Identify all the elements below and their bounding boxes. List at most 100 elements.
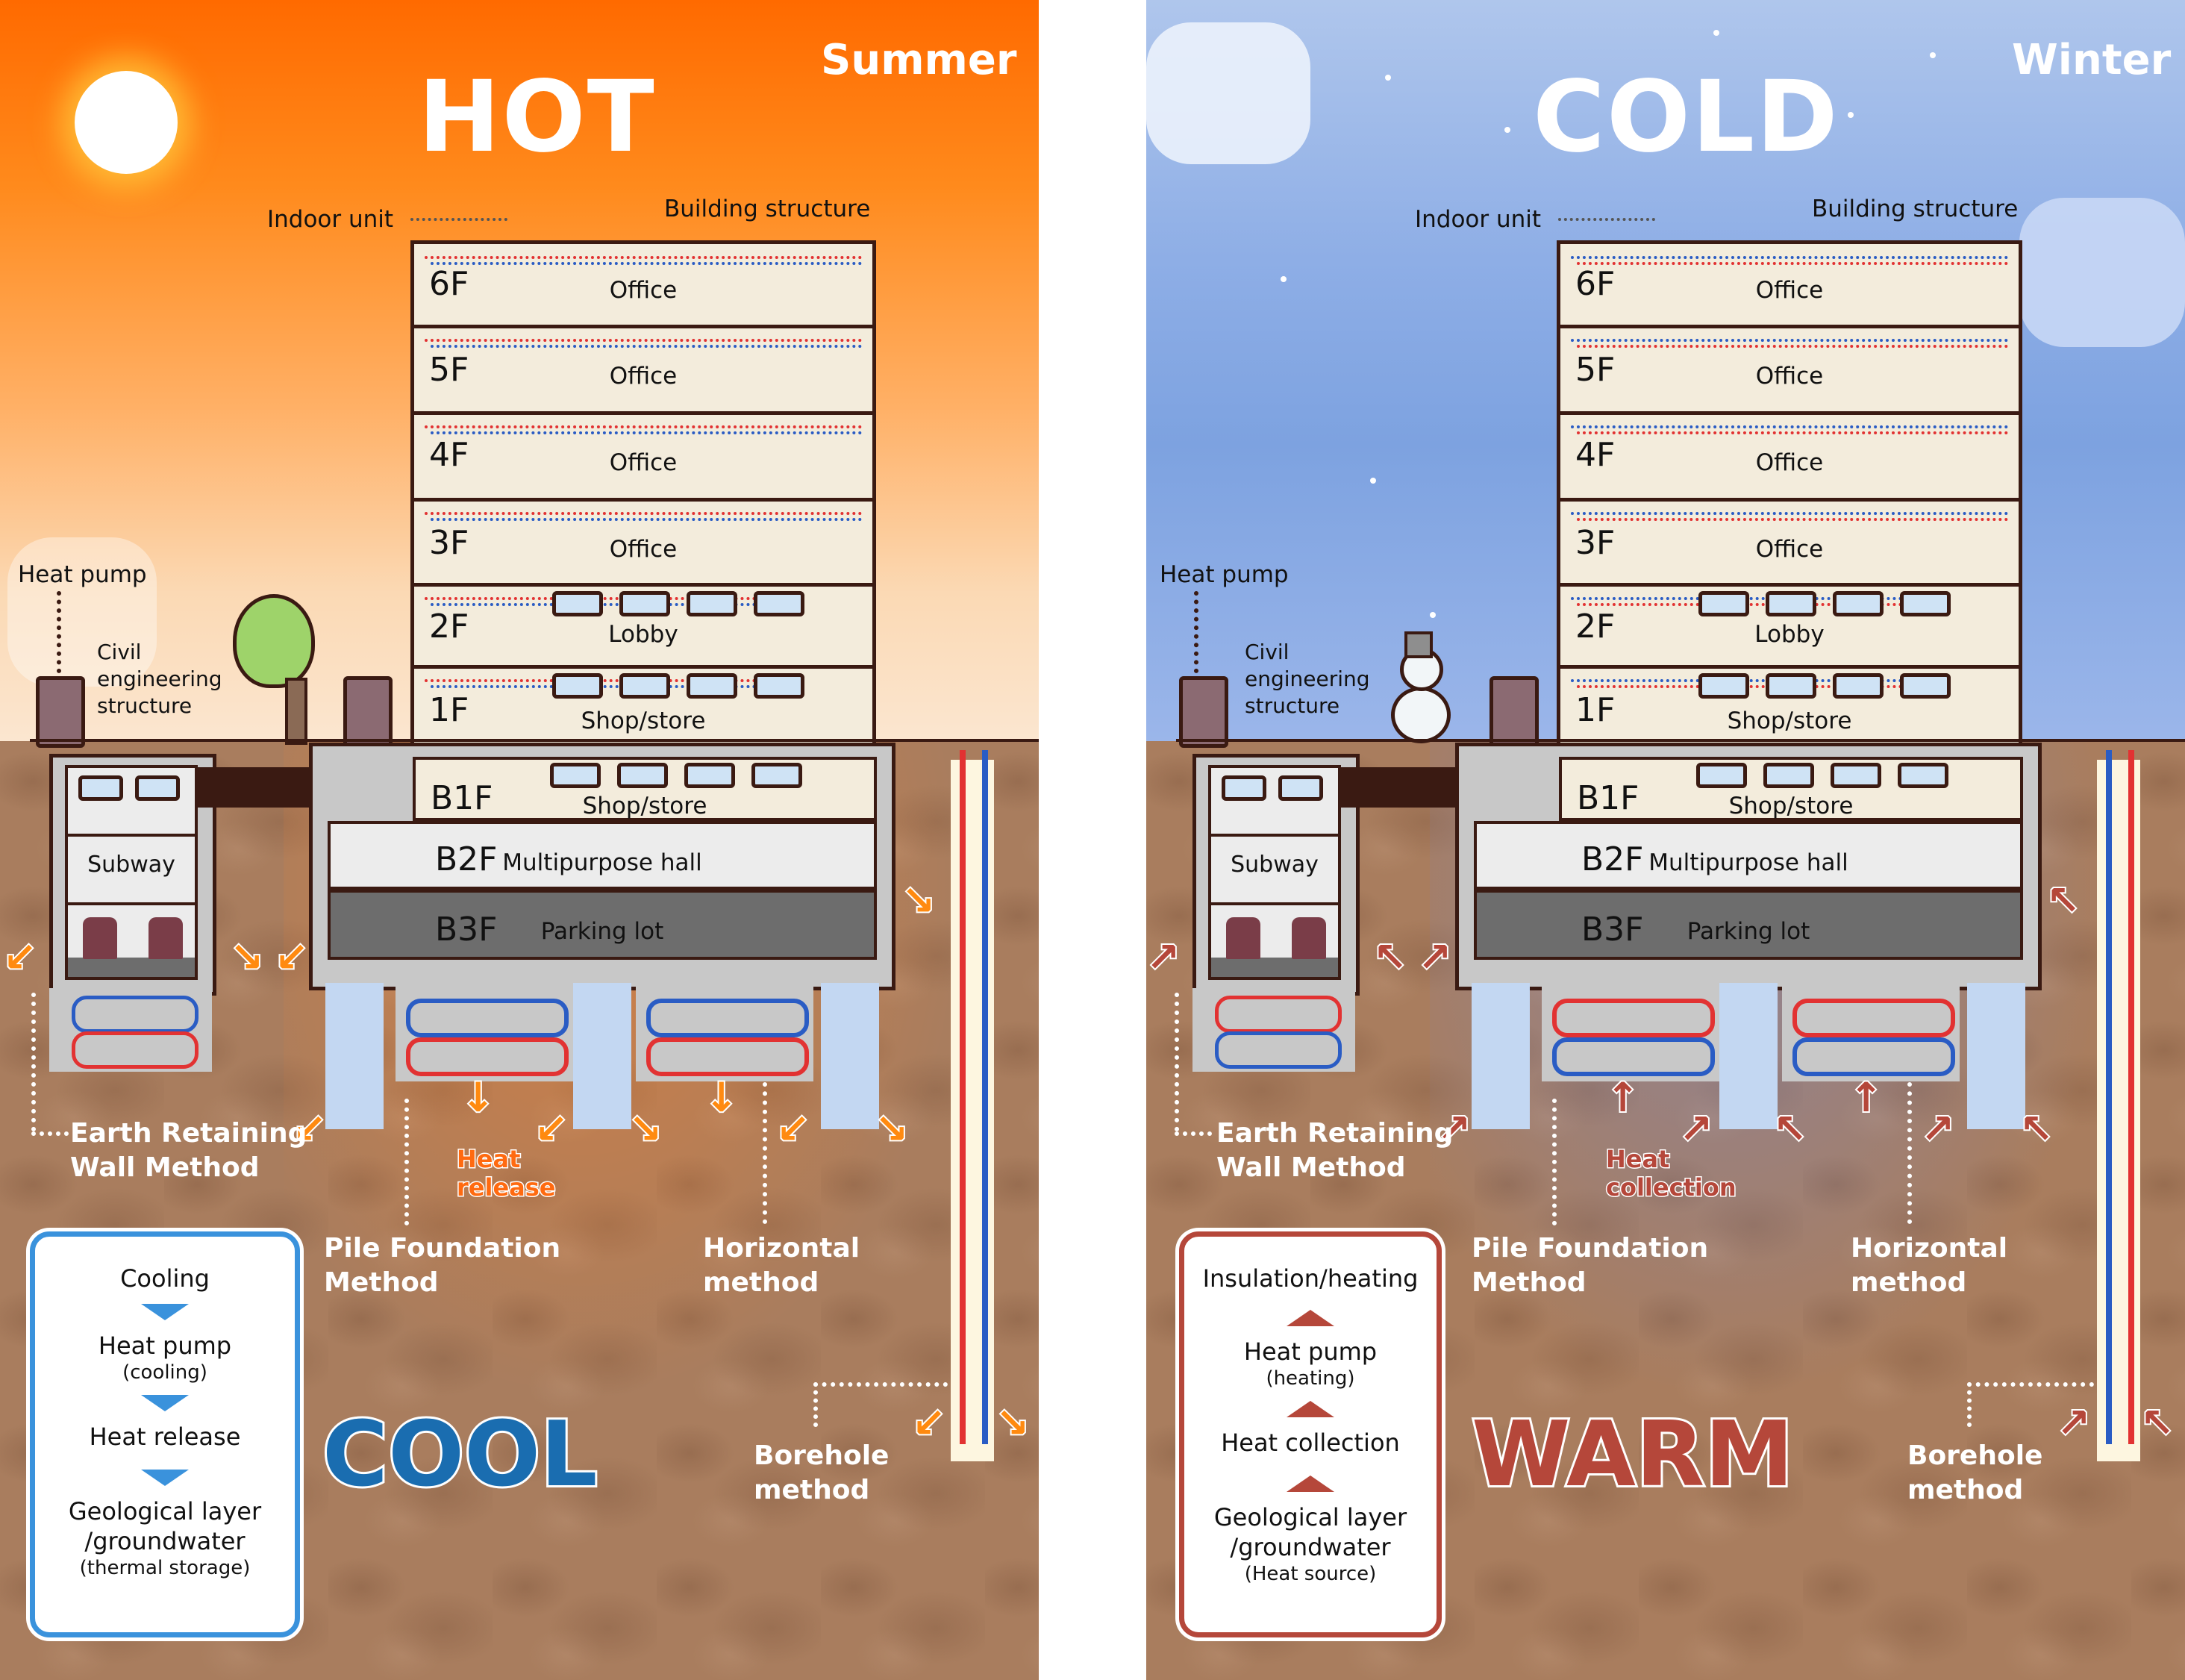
flow-step-note: (Heat source) xyxy=(1244,1563,1377,1585)
indoor-unit-leader xyxy=(1558,218,1655,221)
indoor-unit-icon xyxy=(1900,591,1951,616)
horizontal-label: Horizontal method xyxy=(1851,1233,2008,1298)
floor-name: Lobby xyxy=(608,621,678,648)
indoor-unit-icon xyxy=(619,673,670,699)
foundation-pile xyxy=(1967,983,2025,1129)
floor-number: B3F xyxy=(1581,911,1644,949)
floor-name: Lobby xyxy=(1754,621,1825,648)
train-icon xyxy=(1292,917,1326,959)
flow-step: Geological layer /groundwater xyxy=(68,1497,262,1555)
borehole-leader xyxy=(1967,1382,1972,1427)
condition-title: HOT xyxy=(418,60,656,175)
hot-coil xyxy=(406,1037,569,1076)
subway-interior: Subway xyxy=(65,765,198,980)
summer-panel: Summer HOT Indoor unit Building structur… xyxy=(0,0,1039,1680)
heat-collection-arrow-icon: ↑ xyxy=(1848,1074,1884,1121)
cloud-icon xyxy=(1146,22,1310,164)
heat-pump-icon xyxy=(1179,676,1228,748)
cloud-icon xyxy=(7,537,157,687)
train-icon xyxy=(149,917,183,959)
flow-arrow-down-icon xyxy=(141,1304,189,1320)
train-icon xyxy=(1226,917,1260,959)
flow-arrow-up-icon xyxy=(1287,1401,1334,1417)
foundation-pile xyxy=(325,983,384,1129)
subway-label: Subway xyxy=(87,852,175,878)
pile-foundation-label: Pile Foundation Method xyxy=(324,1233,561,1298)
flow-arrow-up-icon xyxy=(1287,1310,1334,1326)
hot-pipe xyxy=(2128,750,2134,1444)
floor-name: Multipurpose hall xyxy=(502,849,702,876)
foundation-pile xyxy=(821,983,879,1129)
heat-release-arrow-icon: ↘ xyxy=(228,934,265,981)
indoor-unit-icon xyxy=(1278,775,1323,801)
subway-label: Subway xyxy=(1231,852,1319,878)
borehole-label: Borehole method xyxy=(1907,1440,2043,1505)
flow-step: Geological layer /groundwater xyxy=(1213,1503,1407,1561)
borehole-leader xyxy=(1967,1382,2094,1387)
season-label: Winter xyxy=(2012,36,2172,84)
floor-number: 1F xyxy=(429,691,469,729)
ground-surface xyxy=(30,739,1039,742)
flow-step: Heat release xyxy=(89,1423,241,1451)
flow-step: Insulation/heating xyxy=(1202,1264,1419,1293)
flow-step: Cooling xyxy=(120,1264,210,1293)
cold-coil xyxy=(406,999,569,1037)
hot-coil xyxy=(646,1037,809,1076)
floor-number: 5F xyxy=(1575,351,1616,389)
heat-release-arrow-icon: ↓ xyxy=(703,1074,740,1121)
heat-pump-leader xyxy=(57,591,61,673)
train-icon xyxy=(83,917,117,959)
snowflake-icon xyxy=(1848,112,1854,118)
heat-collection-arrow-icon: ↗ xyxy=(1436,1105,1472,1152)
civil-engineering-label: Civil engineering structure xyxy=(97,640,222,718)
earth-retaining-label: Earth Retaining Wall Method xyxy=(1216,1118,1454,1183)
floor-number: 6F xyxy=(1575,265,1616,303)
snowman-bucket xyxy=(1404,631,1433,658)
foundation-pile xyxy=(1472,983,1530,1129)
floor-number: 2F xyxy=(429,608,469,646)
heat-pump-label: Heat pump xyxy=(18,561,147,588)
indoor-unit-icon xyxy=(1222,775,1266,801)
floor-name: Office xyxy=(609,536,678,563)
cold-coil xyxy=(1792,1037,1955,1076)
heat-release-arrow-icon: ↙ xyxy=(533,1105,569,1152)
indoor-unit-icon xyxy=(135,775,180,801)
snowflake-icon xyxy=(1430,612,1436,618)
heat-release-label: Heat release xyxy=(456,1144,557,1203)
subway-structure: Subway xyxy=(1192,754,1360,996)
cold-coil xyxy=(646,999,809,1037)
heat-pump-label: Heat pump xyxy=(1160,561,1289,588)
floor-number: B2F xyxy=(1581,840,1644,878)
heat-collection-arrow-icon: ↗ xyxy=(1146,934,1181,981)
snowflake-icon xyxy=(1930,52,1936,58)
floor-number: 1F xyxy=(1575,691,1616,729)
indoor-unit-icon xyxy=(687,673,737,699)
result-title: WARM xyxy=(1469,1401,1796,1509)
floor-number: 4F xyxy=(1575,436,1616,474)
indoor-unit-icon xyxy=(619,591,670,616)
flow-arrow-down-icon xyxy=(141,1470,189,1486)
horizontal-leader xyxy=(763,1082,767,1224)
floor-name: Office xyxy=(609,277,678,304)
floor-name: Office xyxy=(1755,277,1824,304)
pile-foundation-leader xyxy=(1552,1099,1557,1225)
heat-release-arrow-icon: ↙ xyxy=(910,1399,947,1446)
earth-retaining-leader xyxy=(1175,1131,1212,1136)
process-flow-box: Cooling Heat pump (cooling) Heat release… xyxy=(30,1231,300,1637)
building-structure-label: Building structure xyxy=(664,196,871,222)
floor-number: 3F xyxy=(429,524,469,562)
floor-number: B1F xyxy=(1577,779,1639,817)
indoor-unit-icon xyxy=(754,591,804,616)
indoor-unit-icon xyxy=(751,763,802,788)
result-title: COOL xyxy=(320,1401,600,1509)
tree-icon xyxy=(233,594,315,688)
